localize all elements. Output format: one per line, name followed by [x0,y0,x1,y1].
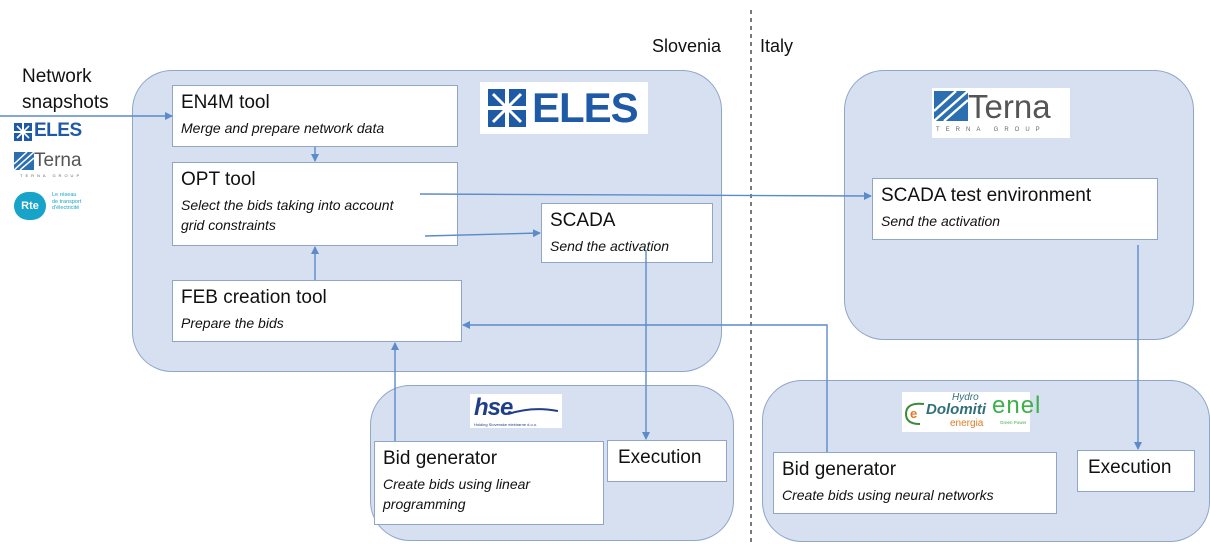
eles-small-text: ELES [34,120,82,141]
dolomiti-enel-logo: e Hydro Dolomiti energia enel Green Powe… [902,392,1040,432]
feb-creation-box: FEB creation tool Prepare the bids [172,280,462,342]
en4m-tool-box: EN4M tool Merge and prepare network data [172,85,458,147]
dolomiti-line2: Dolomiti [926,401,986,418]
country-label-slovenia: Slovenia [652,36,722,56]
eles-big-mark-icon [488,89,526,127]
en4m-subtitle: Merge and prepare network data [181,120,385,136]
hse-logo: hse Holding Slovenske elektrarne d.o.o. [470,394,562,428]
rte-text-line3: d'électricité [52,205,80,211]
scada-subtitle: Send the activation [550,238,670,254]
hse-sub: Holding Slovenske elektrarne d.o.o. [474,422,538,427]
opt-subtitle-1: Select the bids taking into account [181,197,394,213]
opt-subtitle-2: grid constraints [181,217,276,233]
opt-title: OPT tool [181,169,256,190]
feb-title: FEB creation tool [181,287,327,308]
rte-badge-icon: Rte [14,192,46,220]
dolomiti-e-icon: e [904,402,925,425]
terna-mark-icon [14,152,34,170]
dolomiti-line3: energia [950,418,984,429]
terna-small-text: Terna [34,150,82,171]
terna-big-text: Terna [968,88,1051,125]
arrow-bid-it-to-feb [462,321,828,452]
rte-logo: Rte Le réseau de transport d'électricité [14,192,104,224]
en4m-title: EN4M tool [181,92,270,113]
scada-box: SCADA Send the activation [541,203,713,263]
rte-badge-text: Rte [21,200,39,212]
eles-big-logo: ELES [480,82,648,134]
opt-tool-box: OPT tool Select the bids taking into acc… [172,162,458,246]
bid-it-title: Bid generator [782,459,897,480]
terna-small-logo: Terna TERNA GROUP [14,150,94,178]
hse-text: hse [474,394,513,421]
hse-swoosh-icon [508,408,558,415]
arrow-opt-to-scada [424,229,541,238]
bid-generator-it-box: Bid generator Create bids using neural n… [773,452,1057,514]
scada-test-box: SCADA test environment Send the activati… [872,178,1158,240]
bid-si-subtitle-1: Create bids using linear [383,476,531,492]
exec-it-title: Execution [1088,457,1172,478]
arrow-opt-to-scada-test [419,191,872,200]
country-border-line [750,10,752,544]
eles-big-text: ELES [532,84,639,131]
enel-text: enel [992,392,1042,419]
network-label-line1: Network [22,66,92,87]
bid-it-subtitle: Create bids using neural networks [782,487,994,503]
svg-text:e: e [910,406,917,421]
terna-big-mark-icon [934,91,968,121]
network-label-line2: snapshots [22,92,109,113]
enel-sub: Green Power [1000,420,1027,425]
scada-title: SCADA [550,210,616,231]
rte-text-line2: de transport [52,198,82,205]
terna-big-logo: Terna TERNA GROUP [932,88,1070,138]
feb-subtitle: Prepare the bids [181,315,284,331]
terna-small-sub: TERNA GROUP [20,173,83,178]
bid-si-subtitle-2: programming [383,496,466,512]
terna-big-sub: TERNA GROUP [936,127,1046,133]
eles-mark-icon [14,123,32,141]
scada-test-title: SCADA test environment [881,185,1092,206]
rte-text-line1: Le réseau [52,192,77,198]
exec-si-title: Execution [618,447,702,468]
dolomiti-line1: Hydro [952,392,979,403]
country-label-italy: Italy [760,36,794,56]
execution-it-box: Execution [1077,450,1195,492]
scada-test-subtitle: Send the activation [881,213,1001,229]
bid-generator-si-box: Bid generator Create bids using linear p… [374,441,604,525]
bid-si-title: Bid generator [383,448,498,469]
execution-si-box: Execution [607,440,727,482]
rte-text: Le réseau de transport d'électricité [52,192,81,212]
network-snapshots-label: Network snapshots [22,64,109,116]
